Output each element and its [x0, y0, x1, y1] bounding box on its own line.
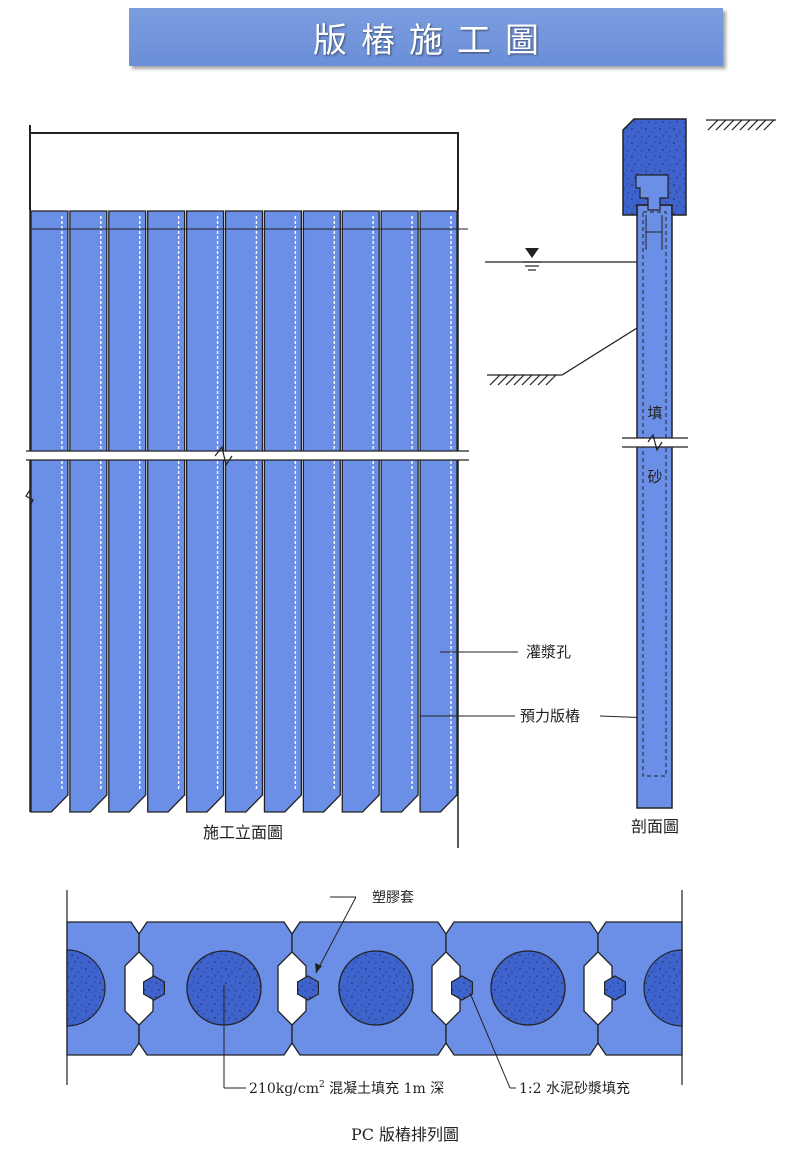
concrete-core-partial	[66, 949, 106, 1027]
break-band	[26, 451, 469, 460]
mortar-fill-label: 1:2 水泥砂漿填充	[519, 1081, 630, 1097]
mortar-fill-leader	[469, 992, 511, 1089]
plan-caption: PC 版樁排列圖	[351, 1125, 459, 1144]
elevation-pile	[224, 210, 264, 813]
sand-fill-label-1: 填	[647, 404, 662, 422]
grout-hole-label: 灌漿孔	[526, 643, 571, 661]
elevation-callouts: 灌漿孔 預力版樁	[420, 643, 653, 725]
concrete-fill-label: 210kg/cm2 混凝土填充 1m 深	[249, 1080, 444, 1097]
elevation-caption: 施工立面圖	[203, 823, 283, 842]
plan-view: 塑膠套 210kg/cm2 混凝土填充 1m 深 1:2 水泥砂漿填充 PC 版…	[66, 890, 683, 1144]
elevation-pile	[185, 210, 225, 813]
elevation-pile	[263, 210, 303, 813]
elevation-pile	[380, 210, 419, 813]
elevation-pile	[302, 210, 341, 813]
concrete-core	[338, 950, 414, 1026]
section-caption: 剖面圖	[631, 817, 679, 836]
sand-fill-core	[642, 211, 667, 777]
elevation-view: 施工立面圖	[25, 125, 469, 848]
ground-hatch-icon	[707, 119, 775, 131]
plastic-sleeve-arrow-line	[315, 896, 357, 974]
concrete-core-partial	[643, 949, 683, 1027]
mortar-joint-hex	[451, 975, 473, 1001]
title-banner: 版樁施工圖	[129, 8, 723, 66]
concrete-core	[490, 950, 566, 1026]
plastic-sleeve-label: 塑膠套	[372, 890, 414, 906]
section-break-symbol	[647, 433, 663, 452]
section-view: 填 砂 剖面圖	[485, 118, 776, 836]
cap-embed-joint	[635, 174, 669, 211]
elevation-pile	[341, 210, 380, 813]
page-title: 版樁施工圖	[313, 20, 553, 61]
section-pile-body	[636, 204, 673, 809]
break-symbol	[214, 445, 233, 467]
elevation-pile	[147, 210, 186, 813]
elevation-pile	[30, 210, 69, 813]
left-break-symbol	[25, 489, 34, 507]
mortar-joint-hex	[143, 975, 165, 1001]
pile-group	[30, 210, 458, 813]
prestressed-pile-label: 預力版樁	[520, 707, 580, 725]
mortar-joint-hex	[297, 975, 319, 1001]
elevation-pile	[419, 210, 458, 813]
seabed-line	[487, 327, 638, 376]
water-level-icon	[525, 248, 539, 258]
plan-pile-row	[66, 921, 683, 1056]
cap-beam-outline	[29, 125, 459, 210]
seabed-hatch-icon	[489, 374, 557, 386]
mortar-joint-hex	[603, 975, 627, 1001]
arrow-icon	[315, 963, 322, 973]
elevation-pile	[69, 210, 108, 813]
sand-fill-label-2: 砂	[647, 468, 662, 486]
elevation-pile	[108, 210, 147, 813]
